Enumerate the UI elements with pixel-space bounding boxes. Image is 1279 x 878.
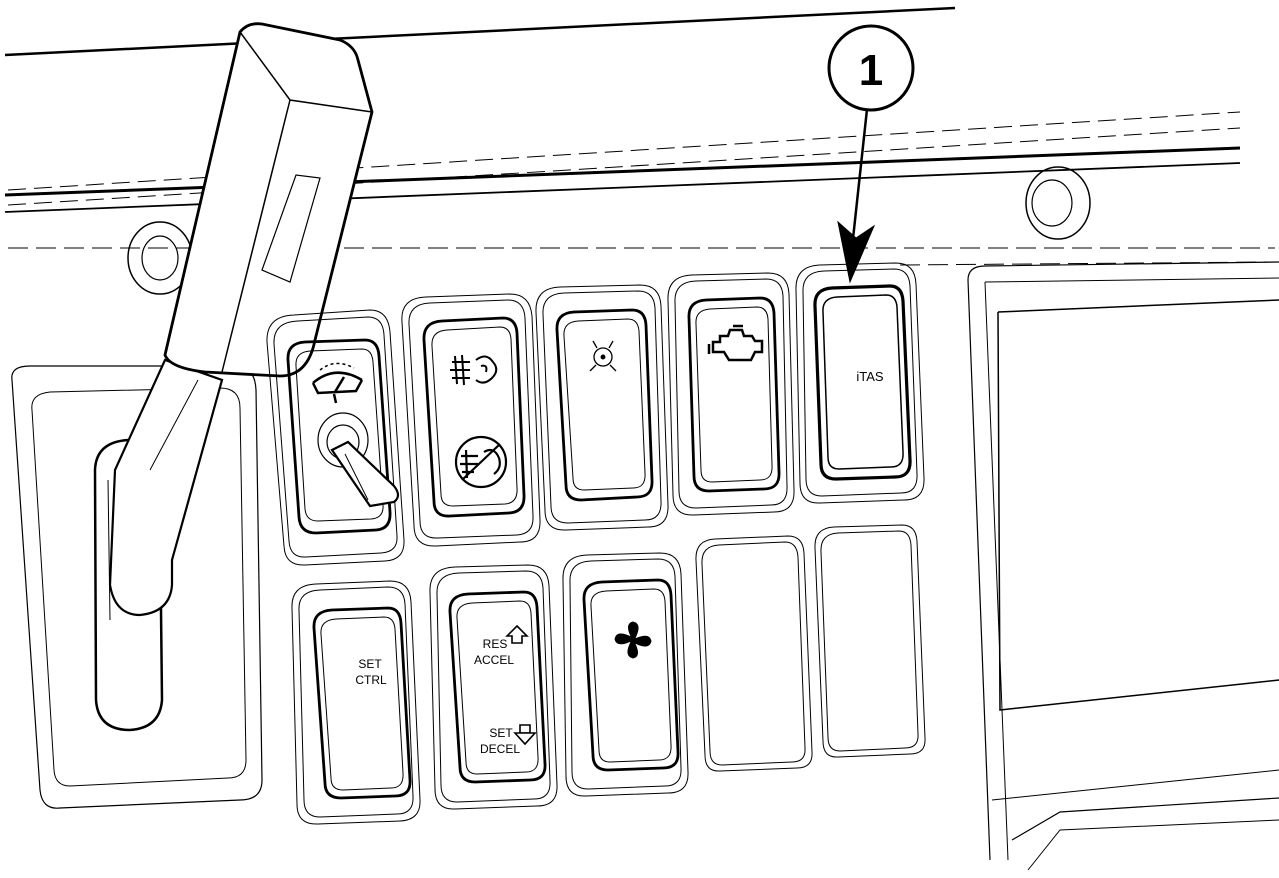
callout-badge (827, 24, 915, 112)
res-set-switch[interactable] (429, 564, 558, 810)
defrost-off-icon (454, 435, 508, 489)
set-ctrl-switch[interactable] (291, 580, 421, 825)
set-ctrl-label-line2: CTRL (355, 673, 387, 687)
callout-leader-arrow (837, 99, 876, 284)
display-bezel (967, 261, 1279, 871)
set-label: SET (489, 726, 513, 740)
res-label: RES (483, 637, 508, 651)
fan-icon (614, 621, 652, 659)
shift-lever (93, 22, 374, 732)
check-engine-icon (707, 324, 764, 362)
set-ctrl-label-line1: SET (358, 657, 382, 671)
blank-switch-plug-1 (695, 535, 813, 772)
defrost-icon (450, 354, 498, 386)
callout-number: 1 (859, 46, 883, 95)
windshield-wiper-icon (311, 362, 364, 404)
marker-light-switch[interactable] (535, 284, 669, 531)
itas-switch[interactable] (795, 262, 925, 504)
decel-label: DECEL (480, 742, 520, 756)
check-engine-switch[interactable] (667, 272, 795, 516)
fan-switch[interactable] (562, 552, 689, 797)
mounting-bolt-right (1025, 166, 1091, 240)
accel-label: ACCEL (474, 653, 514, 667)
blank-switch-plug-2 (814, 524, 926, 758)
wiper-stalk-knob (317, 412, 400, 508)
marker-light-icon (589, 340, 617, 372)
arrow-down-icon (513, 724, 537, 746)
arrow-up-icon (505, 624, 529, 644)
wiper-switch[interactable] (266, 309, 405, 566)
left-console-panel (11, 365, 263, 809)
defrost-switch[interactable] (401, 293, 541, 547)
itas-label: iTAS (856, 369, 884, 384)
